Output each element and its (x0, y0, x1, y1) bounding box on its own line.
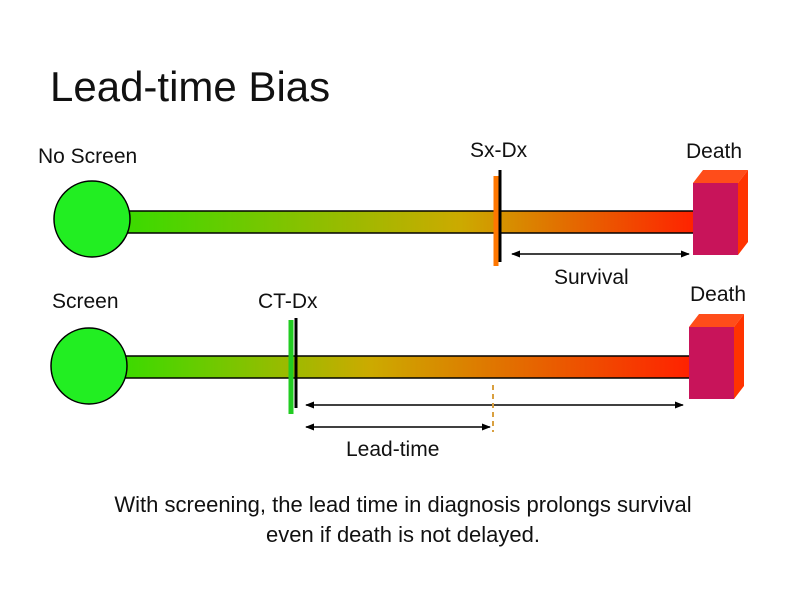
timeline-bar-no-screen (109, 210, 696, 234)
sx-dx-label: Sx-Dx (470, 139, 528, 162)
death-box-screen (689, 314, 744, 399)
death-box-no-screen (693, 170, 748, 255)
death-label-top: Death (686, 140, 743, 163)
death-box-front-face (689, 327, 734, 399)
death-box-side-face (734, 314, 744, 399)
death-box-front-face (693, 183, 738, 255)
row-no-screen (53, 170, 748, 266)
death-box-side-face (738, 170, 748, 255)
no-screen-label: No Screen (38, 145, 138, 168)
death-box-top-face (693, 170, 748, 183)
caption-line-2: even if death is not delayed. (266, 522, 540, 547)
ct-dx-label: CT-Dx (258, 290, 318, 313)
row-screen (50, 314, 744, 432)
start-circle-no-screen (53, 180, 131, 258)
timeline-bar-screen (109, 355, 691, 379)
survival-label: Survival (554, 266, 629, 289)
lead-time-label: Lead-time (346, 438, 440, 461)
death-label-bottom: Death (690, 283, 747, 306)
death-box-top-face (689, 314, 744, 327)
start-circle-screen (50, 327, 128, 405)
page-title: Lead-time Bias (50, 63, 331, 110)
caption-line-1: With screening, the lead time in diagnos… (114, 492, 692, 517)
screen-label: Screen (52, 290, 119, 313)
